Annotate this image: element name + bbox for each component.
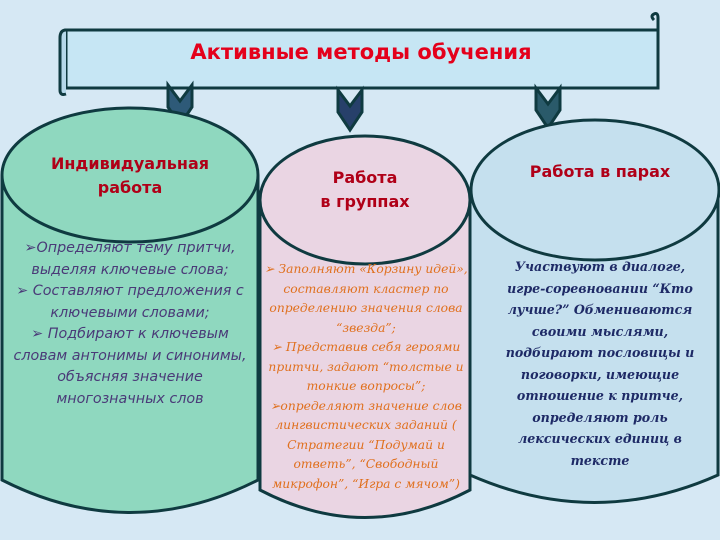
arrow-down-icon [534, 83, 562, 131]
pairs-cylinder [468, 190, 720, 504]
pairs-heading: Работа в парах [529, 162, 671, 181]
groups-cylinder [258, 200, 472, 519]
individual-list: ➢Определяют тему притчи, выделяя ключевы… [4, 238, 256, 410]
list-item: ➢Определяют тему притчи, выделяя ключевы… [24, 240, 236, 278]
groups-list: ➢ Заполняют «Корзину идей», составляют к… [264, 260, 468, 494]
list-item: ➢ Заполняют «Корзину идей», составляют к… [264, 262, 468, 335]
title-banner [58, 12, 660, 96]
list-item: ➢ Подбирают к ключевым словам антонимы и… [13, 326, 247, 407]
groups-heading-line2: в группах [320, 192, 410, 211]
groups-heading-line1: Работа [332, 168, 398, 187]
list-item: ➢ Составляют предложения с ключевыми сло… [16, 283, 244, 321]
list-item: ➢определяют значение слов лингвистически… [270, 398, 462, 491]
page-title: Активные методы обучения [190, 40, 532, 64]
groups-heading: Работа в группах [290, 166, 440, 214]
arrow-down-icon [336, 85, 364, 133]
pairs-text: Участвуют в диалоге, игре-соревновании “… [505, 259, 695, 468]
list-item: ➢ Представив себя героями притчи, задают… [268, 340, 464, 393]
individual-cylinder [0, 175, 260, 514]
individual-heading: Индивидуальная работа [50, 154, 210, 197]
